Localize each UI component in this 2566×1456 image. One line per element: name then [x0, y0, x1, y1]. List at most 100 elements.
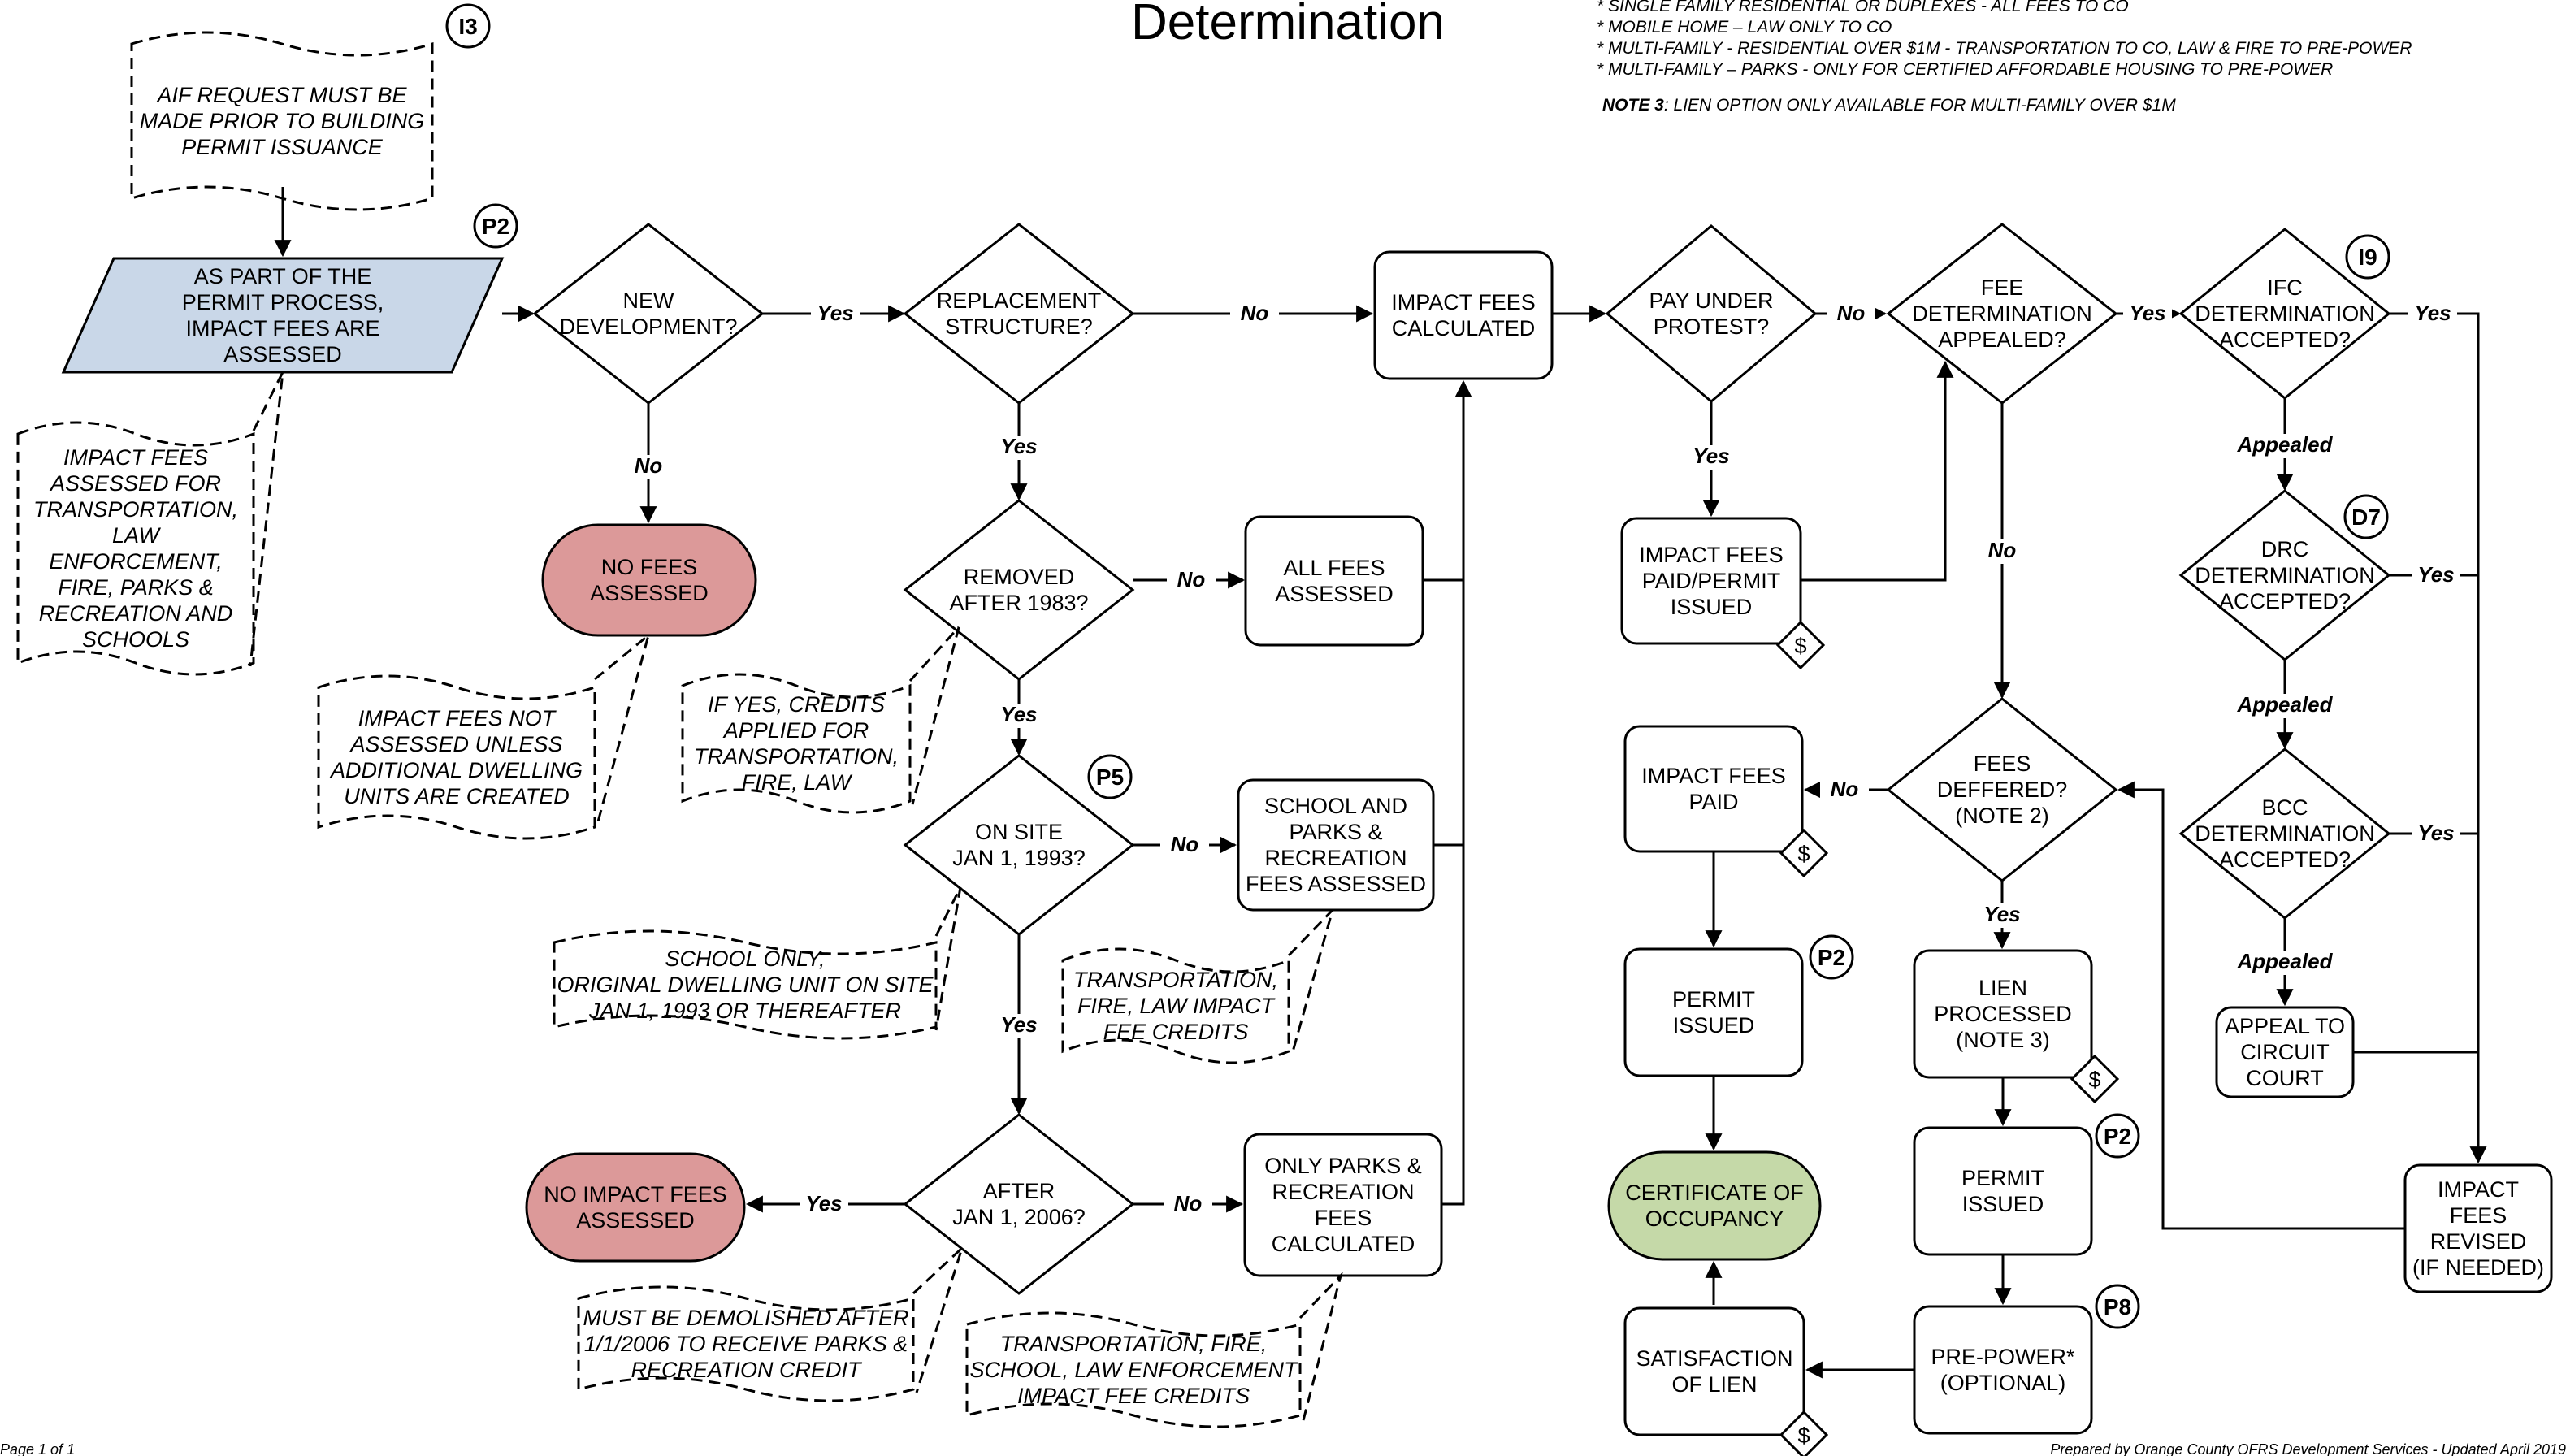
- edge-label-yes-bg: [2412, 564, 2460, 588]
- assessed-fees-note-text: LAW: [112, 523, 162, 548]
- note-3-label: NOTE 3: [1602, 96, 1664, 115]
- no-fees-note-text: UNITS ARE CREATED: [344, 784, 570, 808]
- removed-credit-note-text: IF YES, CREDITS: [708, 692, 885, 717]
- school-parks-fees-assessed-text: RECREATION: [1264, 846, 1407, 870]
- payment-icon-label: $: [1797, 842, 1810, 866]
- no-impact-fees-assessed-text: NO IMPACT FEES: [544, 1182, 727, 1207]
- edge-label-yes: Yes: [1983, 902, 2020, 926]
- reference-badge-label: I3: [458, 14, 477, 39]
- on-site-1993-decision-text: ON SITE: [975, 820, 1063, 844]
- edge-label-no-bg: [1978, 540, 2026, 564]
- replacement-structure-decision-text: STRUCTURE?: [945, 314, 1093, 339]
- lien-processed-text: LIEN: [1979, 976, 2027, 1000]
- assessed-fees-note-text: IMPACT FEES: [63, 445, 208, 470]
- school-parks-credit-note-text: TRANSPORTATION,: [1073, 968, 1278, 992]
- bcc-determination-decision-text: ACCEPTED?: [2219, 847, 2351, 872]
- reference-badge-label: I9: [2358, 245, 2377, 270]
- reference-badge: [473, 203, 518, 249]
- fees-deferred-decision-text: (NOTE 2): [1955, 804, 2049, 828]
- edge-label-yes-bg: [2408, 302, 2457, 327]
- parks-credit-note-text: IMPACT FEE CREDITS: [1017, 1384, 1250, 1408]
- demolished-note: [577, 1285, 915, 1402]
- assessed-fees-note-text: SCHOOLS: [82, 627, 189, 652]
- edge-label-yes-bg: [995, 704, 1043, 728]
- aif-request-note-text: PERMIT ISSUANCE: [181, 135, 384, 159]
- footer-left: Page 1 of 1: [0, 1441, 75, 1456]
- edge-label-appealed: Appealed: [2236, 949, 2333, 973]
- impact-fees-revised-text: FEES: [2450, 1203, 2507, 1228]
- payment-icon: [1779, 1410, 1829, 1456]
- edge-label-appealed-bg: [2234, 694, 2335, 718]
- footer-right: Prepared by Orange County OFRS Developme…: [2050, 1441, 2566, 1456]
- annotation-connector: [1287, 908, 1334, 1055]
- annotation-connector: [934, 886, 962, 1031]
- impact-fees-paid-permit-issued-text: PAID/PERMIT: [1642, 569, 1781, 593]
- annotation-connector: [1298, 1271, 1343, 1421]
- new-development-decision: [532, 223, 765, 405]
- start-parallelogram-text: IMPACT FEES ARE: [185, 316, 379, 340]
- fees-deferred-decision-text: DEFFERED?: [1937, 778, 2068, 802]
- flow-connector: [2389, 312, 2487, 1164]
- removed-credit-note: [681, 673, 912, 814]
- note-line: * MULTI-FAMILY – PARKS - ONLY FOR CERTIF…: [1597, 60, 2333, 79]
- edge-label-yes-bg: [800, 1193, 848, 1217]
- removed-after-1983-decision: [903, 499, 1135, 681]
- impact-fees-calculated: [1373, 250, 1554, 380]
- demolished-note-text: 1/1/2006 TO RECEIVE PARKS &: [584, 1332, 908, 1356]
- start-parallelogram-text: PERMIT PROCESS,: [182, 290, 384, 314]
- edge-label-appealed: Appealed: [2236, 432, 2333, 457]
- impact-fees-paid-text: IMPACT FEES: [1641, 764, 1786, 788]
- removed-after-1983-decision-text: REMOVED: [964, 565, 1075, 589]
- certificate-of-occupancy: [1607, 1150, 1822, 1261]
- note-line: * MULTI-FAMILY - RESIDENTIAL OVER $1M - …: [1597, 39, 2412, 58]
- reference-badge: [2095, 1113, 2140, 1159]
- fees-deferred-decision-text: FEES: [1974, 752, 2031, 776]
- notes-block: * SINGLE FAMILY RESIDENTIAL OR DUPLEXES …: [1597, 0, 2412, 115]
- assessed-fees-note-text: ENFORCEMENT,: [49, 549, 223, 574]
- assessed-fees-note-text: RECREATION AND: [39, 601, 233, 626]
- satisfaction-of-lien-text: OF LIEN: [1671, 1372, 1757, 1397]
- after-2006-decision-text: AFTER: [983, 1179, 1055, 1203]
- edge-label-no: No: [1988, 538, 2017, 562]
- all-fees-assessed: [1244, 515, 1424, 647]
- drc-determination-decision-text: DRC: [2261, 537, 2309, 561]
- flow-connector: [2117, 781, 2405, 1230]
- payment-icon: [1775, 620, 1826, 670]
- edge-label-no: No: [1241, 301, 1269, 325]
- permit-issued-left-text: PERMIT: [1672, 987, 1755, 1012]
- drc-determination-decision-text: ACCEPTED?: [2219, 589, 2351, 613]
- note-3-text: : LIEN OPTION ONLY AVAILABLE FOR MULTI-F…: [1664, 96, 2176, 115]
- demolished-note-text: RECREATION CREDIT: [631, 1358, 863, 1382]
- no-impact-fees-assessed-text: ASSESSED: [576, 1208, 695, 1233]
- edge-label-yes: Yes: [2417, 821, 2454, 845]
- only-parks-fees-calculated-text: ONLY PARKS &: [1264, 1154, 1422, 1178]
- reference-badge: [2343, 494, 2389, 540]
- edge-label-yes-bg: [995, 1014, 1043, 1038]
- edge-label-no-bg: [1160, 834, 1209, 858]
- edge-label-no-bg: [1820, 778, 1869, 803]
- certificate-of-occupancy-text: OCCUPANCY: [1645, 1207, 1784, 1231]
- edge-label-yes-bg: [2123, 302, 2172, 327]
- edge-label-yes-bg: [1687, 445, 1736, 470]
- impact-fees-paid-permit-issued-text: ISSUED: [1671, 595, 1753, 619]
- only-parks-fees-calculated-text: FEES: [1315, 1206, 1372, 1230]
- annotation-connector: [594, 631, 651, 826]
- no-fees-note-text: IMPACT FEES NOT: [358, 706, 557, 730]
- impact-fees-paid: [1623, 725, 1804, 853]
- school-parks-credit-note-text: FIRE, LAW IMPACT: [1077, 994, 1276, 1018]
- parks-credit-note-text: TRANSPORTATION, FIRE,: [1000, 1332, 1268, 1356]
- page-title: Determination: [1131, 0, 1445, 50]
- start-parallelogram-text: AS PART OF THE: [194, 264, 372, 288]
- assessed-fees-note-text: FIRE, PARKS &: [58, 575, 214, 600]
- school-only-note-text: ORIGINAL DWELLING UNIT ON SITE: [557, 973, 934, 997]
- only-parks-fees-calculated-text: CALCULATED: [1272, 1232, 1415, 1256]
- reference-badge: [2095, 1284, 2140, 1329]
- edge-label-yes: Yes: [2417, 562, 2454, 587]
- reference-badge: [445, 3, 491, 49]
- edge-label-yes: Yes: [805, 1191, 842, 1216]
- no-fees-note: [317, 674, 596, 840]
- no-fees-assessed-text: ASSESSED: [590, 581, 709, 605]
- lien-processed-text: (NOTE 3): [1956, 1028, 2050, 1052]
- all-fees-assessed-text: ASSESSED: [1275, 582, 1394, 606]
- edge-label-appealed-bg: [2234, 951, 2335, 975]
